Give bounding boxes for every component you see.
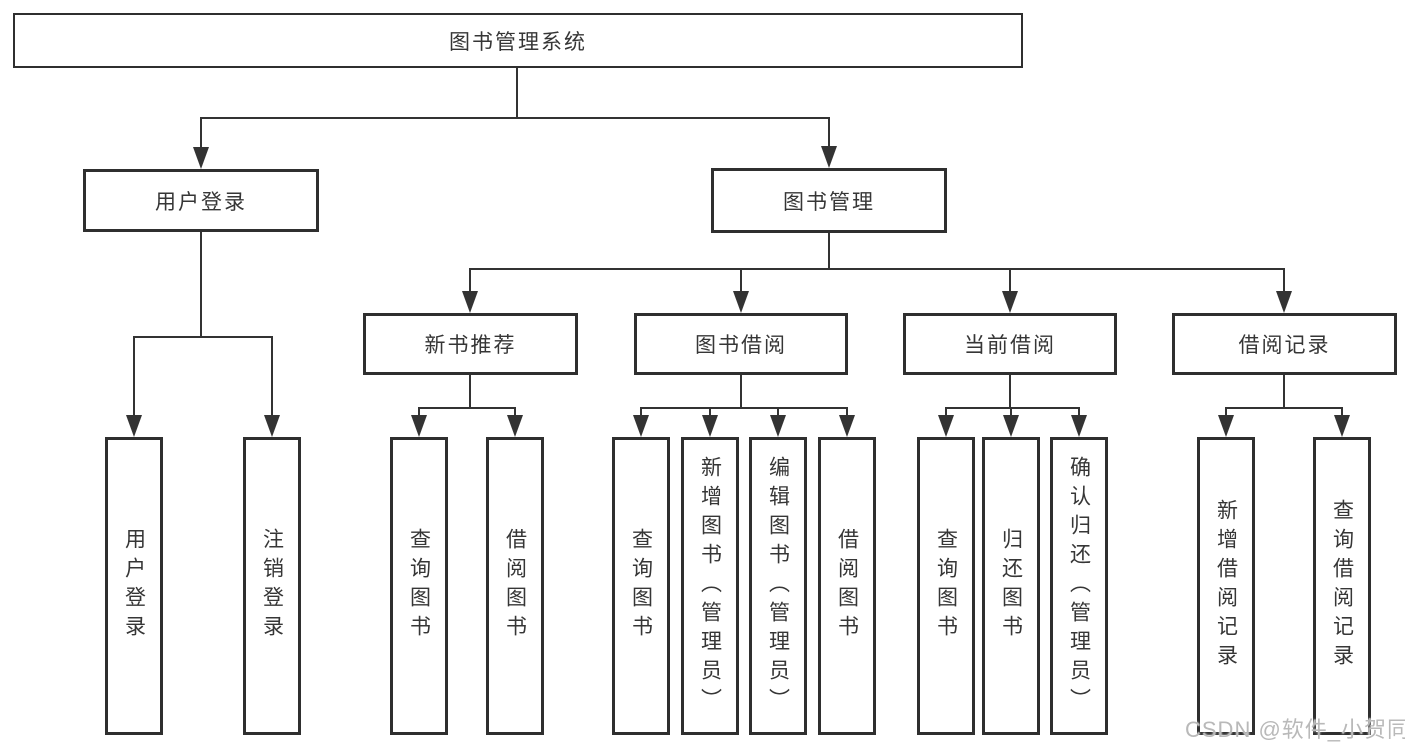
leaf-return-book-label: 归还图书	[999, 528, 1023, 644]
connector-current-drop-3	[1078, 407, 1080, 417]
leaf-borrow-book-label: 借阅图书	[835, 528, 859, 644]
connector-borrow-drop-3	[777, 407, 779, 417]
leaf-user-login: 用户登录	[105, 437, 163, 735]
connector-bookmgmt-drop-3	[1009, 268, 1011, 291]
arrowhead-down-icon	[733, 291, 749, 313]
connector-borrow-drop-4	[846, 407, 848, 417]
connector-root-drop-right	[828, 117, 830, 147]
connector-recommend-stem	[469, 375, 471, 408]
connector-borrow-drop-2	[709, 407, 711, 417]
arrowhead-down-icon	[1276, 291, 1292, 313]
arrowhead-down-icon	[1334, 415, 1350, 437]
arrowhead-down-icon	[702, 415, 718, 437]
arrowhead-down-icon	[1002, 291, 1018, 313]
connector-root-crossbar	[200, 117, 830, 119]
arrowhead-down-icon	[193, 147, 209, 169]
connector-borrow-drop-1	[640, 407, 642, 417]
leaf-current-query-books-label: 查询图书	[934, 528, 958, 644]
arrowhead-down-icon	[821, 146, 837, 168]
node-library-management-system: 图书管理系统	[13, 13, 1023, 68]
connector-bookmgmt-drop-1	[469, 268, 471, 291]
node-current-borrowing-label: 当前借阅	[964, 334, 1056, 357]
connector-userlogin-drop-left	[133, 336, 135, 416]
arrowhead-down-icon	[1071, 415, 1087, 437]
node-current-borrowing: 当前借阅	[903, 313, 1117, 375]
connector-records-drop-2	[1341, 407, 1343, 417]
leaf-confirm-return-admin: 确认归还（管理员）	[1050, 437, 1108, 735]
arrowhead-down-icon	[264, 415, 280, 437]
leaf-recommend-borrow-books: 借阅图书	[486, 437, 544, 735]
node-book-borrowing: 图书借阅	[634, 313, 848, 375]
connector-bookmgmt-drop-2	[740, 268, 742, 291]
connector-root-stem	[516, 68, 518, 118]
node-new-book-recommendation-label: 新书推荐	[424, 334, 517, 357]
connector-borrow-stem	[740, 375, 742, 408]
csdn-watermark: CSDN @软件_小贺同学	[1185, 717, 1405, 742]
connector-userlogin-crossbar	[133, 336, 273, 338]
leaf-add-book-admin: 新增图书（管理员）	[681, 437, 739, 735]
node-borrowing-records: 借阅记录	[1172, 313, 1397, 375]
arrowhead-down-icon	[938, 415, 954, 437]
leaf-borrow-query-books-label: 查询图书	[629, 528, 653, 644]
leaf-add-borrow-record: 新增借阅记录	[1197, 437, 1255, 735]
node-book-management: 图书管理	[711, 168, 947, 233]
leaf-query-borrow-record: 查询借阅记录	[1313, 437, 1371, 735]
connector-current-stem	[1009, 375, 1011, 408]
connector-bookmgmt-drop-4	[1283, 268, 1285, 291]
connector-recommend-drop-1	[418, 407, 420, 417]
connector-current-crossbar	[945, 407, 1080, 409]
connector-records-crossbar	[1225, 407, 1343, 409]
node-borrowing-records-label: 借阅记录	[1238, 334, 1331, 357]
leaf-return-book: 归还图书	[982, 437, 1040, 735]
leaf-add-borrow-record-label: 新增借阅记录	[1214, 499, 1238, 673]
connector-bookmgmt-stem	[828, 233, 830, 269]
leaf-recommend-borrow-books-label: 借阅图书	[503, 528, 527, 644]
leaf-logout-label: 注销登录	[260, 528, 284, 644]
leaf-current-query-books: 查询图书	[917, 437, 975, 735]
connector-records-drop-1	[1225, 407, 1227, 417]
leaf-edit-book-admin-label: 编辑图书（管理员）	[766, 455, 790, 717]
connector-recommend-drop-2	[514, 407, 516, 417]
connector-records-stem	[1283, 375, 1285, 408]
node-user-login: 用户登录	[83, 169, 319, 232]
leaf-borrow-query-books: 查询图书	[612, 437, 670, 735]
connector-recommend-crossbar	[418, 407, 516, 409]
node-new-book-recommendation: 新书推荐	[363, 313, 578, 375]
connector-bookmgmt-crossbar	[470, 268, 1285, 270]
leaf-user-login-label: 用户登录	[122, 528, 146, 644]
connector-borrow-crossbar	[640, 407, 848, 409]
arrowhead-down-icon	[839, 415, 855, 437]
leaf-recommend-query-books: 查询图书	[390, 437, 448, 735]
node-book-borrowing-label: 图书借阅	[695, 334, 787, 357]
arrowhead-down-icon	[126, 415, 142, 437]
connector-userlogin-drop-right	[271, 336, 273, 416]
arrowhead-down-icon	[1003, 415, 1019, 437]
leaf-confirm-return-admin-label: 确认归还（管理员）	[1067, 455, 1091, 717]
connector-userlogin-stem	[200, 232, 202, 337]
node-user-login-label: 用户登录	[155, 190, 247, 214]
leaf-borrow-book: 借阅图书	[818, 437, 876, 735]
leaf-recommend-query-books-label: 查询图书	[407, 528, 431, 644]
node-library-management-system-label: 图书管理系统	[449, 30, 587, 54]
arrowhead-down-icon	[633, 415, 649, 437]
arrowhead-down-icon	[411, 415, 427, 437]
arrowhead-down-icon	[507, 415, 523, 437]
arrowhead-down-icon	[462, 291, 478, 313]
node-book-management-label: 图书管理	[783, 190, 875, 214]
leaf-add-book-admin-label: 新增图书（管理员）	[698, 455, 722, 717]
leaf-edit-book-admin: 编辑图书（管理员）	[749, 437, 807, 735]
arrowhead-down-icon	[1218, 415, 1234, 437]
leaf-query-borrow-record-label: 查询借阅记录	[1330, 499, 1354, 673]
leaf-logout: 注销登录	[243, 437, 301, 735]
connector-current-drop-2	[1010, 407, 1012, 417]
arrowhead-down-icon	[770, 415, 786, 437]
connector-root-drop-left	[200, 117, 202, 148]
connector-current-drop-1	[945, 407, 947, 417]
